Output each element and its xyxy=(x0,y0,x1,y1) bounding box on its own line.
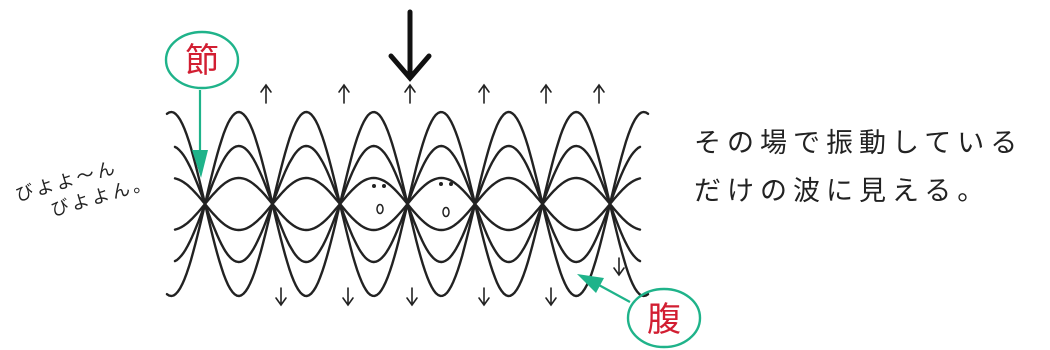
down-arrows xyxy=(275,257,625,307)
up-arrows xyxy=(260,83,605,104)
down-arrow-icon xyxy=(388,9,432,82)
down-arrow-small-icon xyxy=(275,287,287,307)
antinode-callout: 腹 xyxy=(577,274,702,349)
face-right xyxy=(439,182,453,218)
face-left xyxy=(372,184,386,215)
node-label: 節 xyxy=(185,41,219,81)
onomatopoeia: びよよ〜ん びよよん。 xyxy=(13,157,155,221)
up-arrow-icon xyxy=(593,83,605,104)
down-arrow-small-icon xyxy=(406,287,418,307)
node-pointer-icon xyxy=(192,150,208,178)
wave-envelope-curve xyxy=(173,176,642,232)
antinode-label: 腹 xyxy=(647,300,681,340)
up-arrow-icon xyxy=(540,83,552,104)
up-arrow-icon xyxy=(260,83,272,104)
up-arrow-icon xyxy=(338,83,350,104)
standing-wave-curves xyxy=(165,110,650,298)
up-arrow-icon xyxy=(478,83,490,104)
description-line1: その場で振動している xyxy=(694,128,1023,159)
up-arrow-icon xyxy=(404,83,416,104)
description-line2: だけの波に見える。 xyxy=(694,176,990,207)
node-callout: 節 xyxy=(164,30,240,178)
down-arrow-small-icon xyxy=(342,287,354,307)
down-arrow-small-icon xyxy=(478,287,490,307)
antinode-pointer-icon xyxy=(577,274,604,293)
down-arrow-small-icon xyxy=(545,287,557,307)
down-arrow-small-icon xyxy=(613,257,625,277)
